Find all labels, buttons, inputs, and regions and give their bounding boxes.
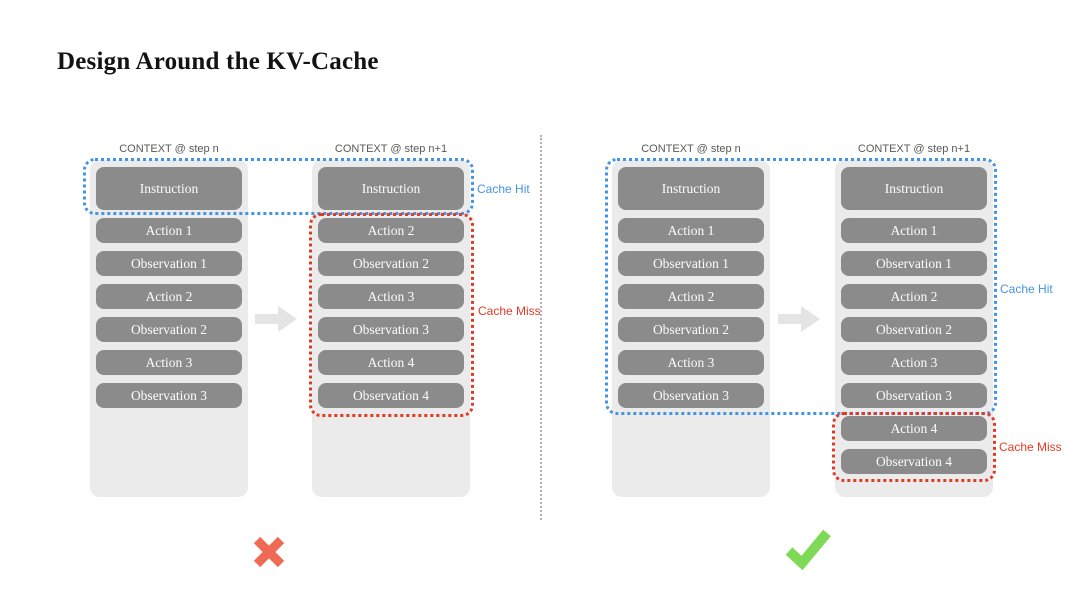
context-box: Action 2 (96, 284, 242, 309)
correct-check-icon (784, 528, 832, 570)
cache-miss-label: Cache Miss (999, 440, 1062, 454)
context-box: Observation 2 (618, 317, 764, 342)
context-box: Observation 1 (841, 251, 987, 276)
context-box: Action 4 (841, 416, 987, 441)
context-header-step-n1: CONTEXT @ step n+1 (857, 143, 971, 155)
context-box: Observation 3 (841, 383, 987, 408)
wrong-cross-icon (249, 532, 289, 572)
cache-hit-label: Cache Hit (477, 182, 530, 196)
context-box: Action 3 (618, 350, 764, 375)
context-box: Observation 2 (841, 317, 987, 342)
context-box: Observation 3 (96, 383, 242, 408)
panel-divider (540, 135, 542, 520)
context-box: Instruction (96, 167, 242, 210)
context-box: Instruction (318, 167, 464, 210)
context-box: Action 1 (841, 218, 987, 243)
context-box: Instruction (618, 167, 764, 210)
context-box: Observation 1 (96, 251, 242, 276)
context-box: Action 4 (318, 350, 464, 375)
step-arrow-icon (255, 306, 297, 332)
context-box: Action 2 (618, 284, 764, 309)
context-box: Observation 2 (96, 317, 242, 342)
context-box: Observation 1 (618, 251, 764, 276)
context-box: Action 3 (841, 350, 987, 375)
context-box: Observation 3 (318, 317, 464, 342)
context-box: Action 3 (96, 350, 242, 375)
context-header-step-n: CONTEXT @ step n (119, 143, 219, 155)
context-box: Action 1 (618, 218, 764, 243)
context-box: Observation 3 (618, 383, 764, 408)
cache-hit-label: Cache Hit (1000, 282, 1053, 296)
context-box: Action 3 (318, 284, 464, 309)
step-arrow-icon (778, 306, 820, 332)
context-box: Action 1 (96, 218, 242, 243)
context-header-step-n: CONTEXT @ step n (641, 143, 741, 155)
page-title: Design Around the KV-Cache (57, 48, 379, 75)
context-box: Observation 4 (318, 383, 464, 408)
context-box: Action 2 (318, 218, 464, 243)
cache-miss-label: Cache Miss (478, 304, 541, 318)
context-box: Observation 4 (841, 449, 987, 474)
context-header-step-n1: CONTEXT @ step n+1 (334, 143, 448, 155)
context-box: Observation 2 (318, 251, 464, 276)
context-box: Action 2 (841, 284, 987, 309)
context-box: Instruction (841, 167, 987, 210)
